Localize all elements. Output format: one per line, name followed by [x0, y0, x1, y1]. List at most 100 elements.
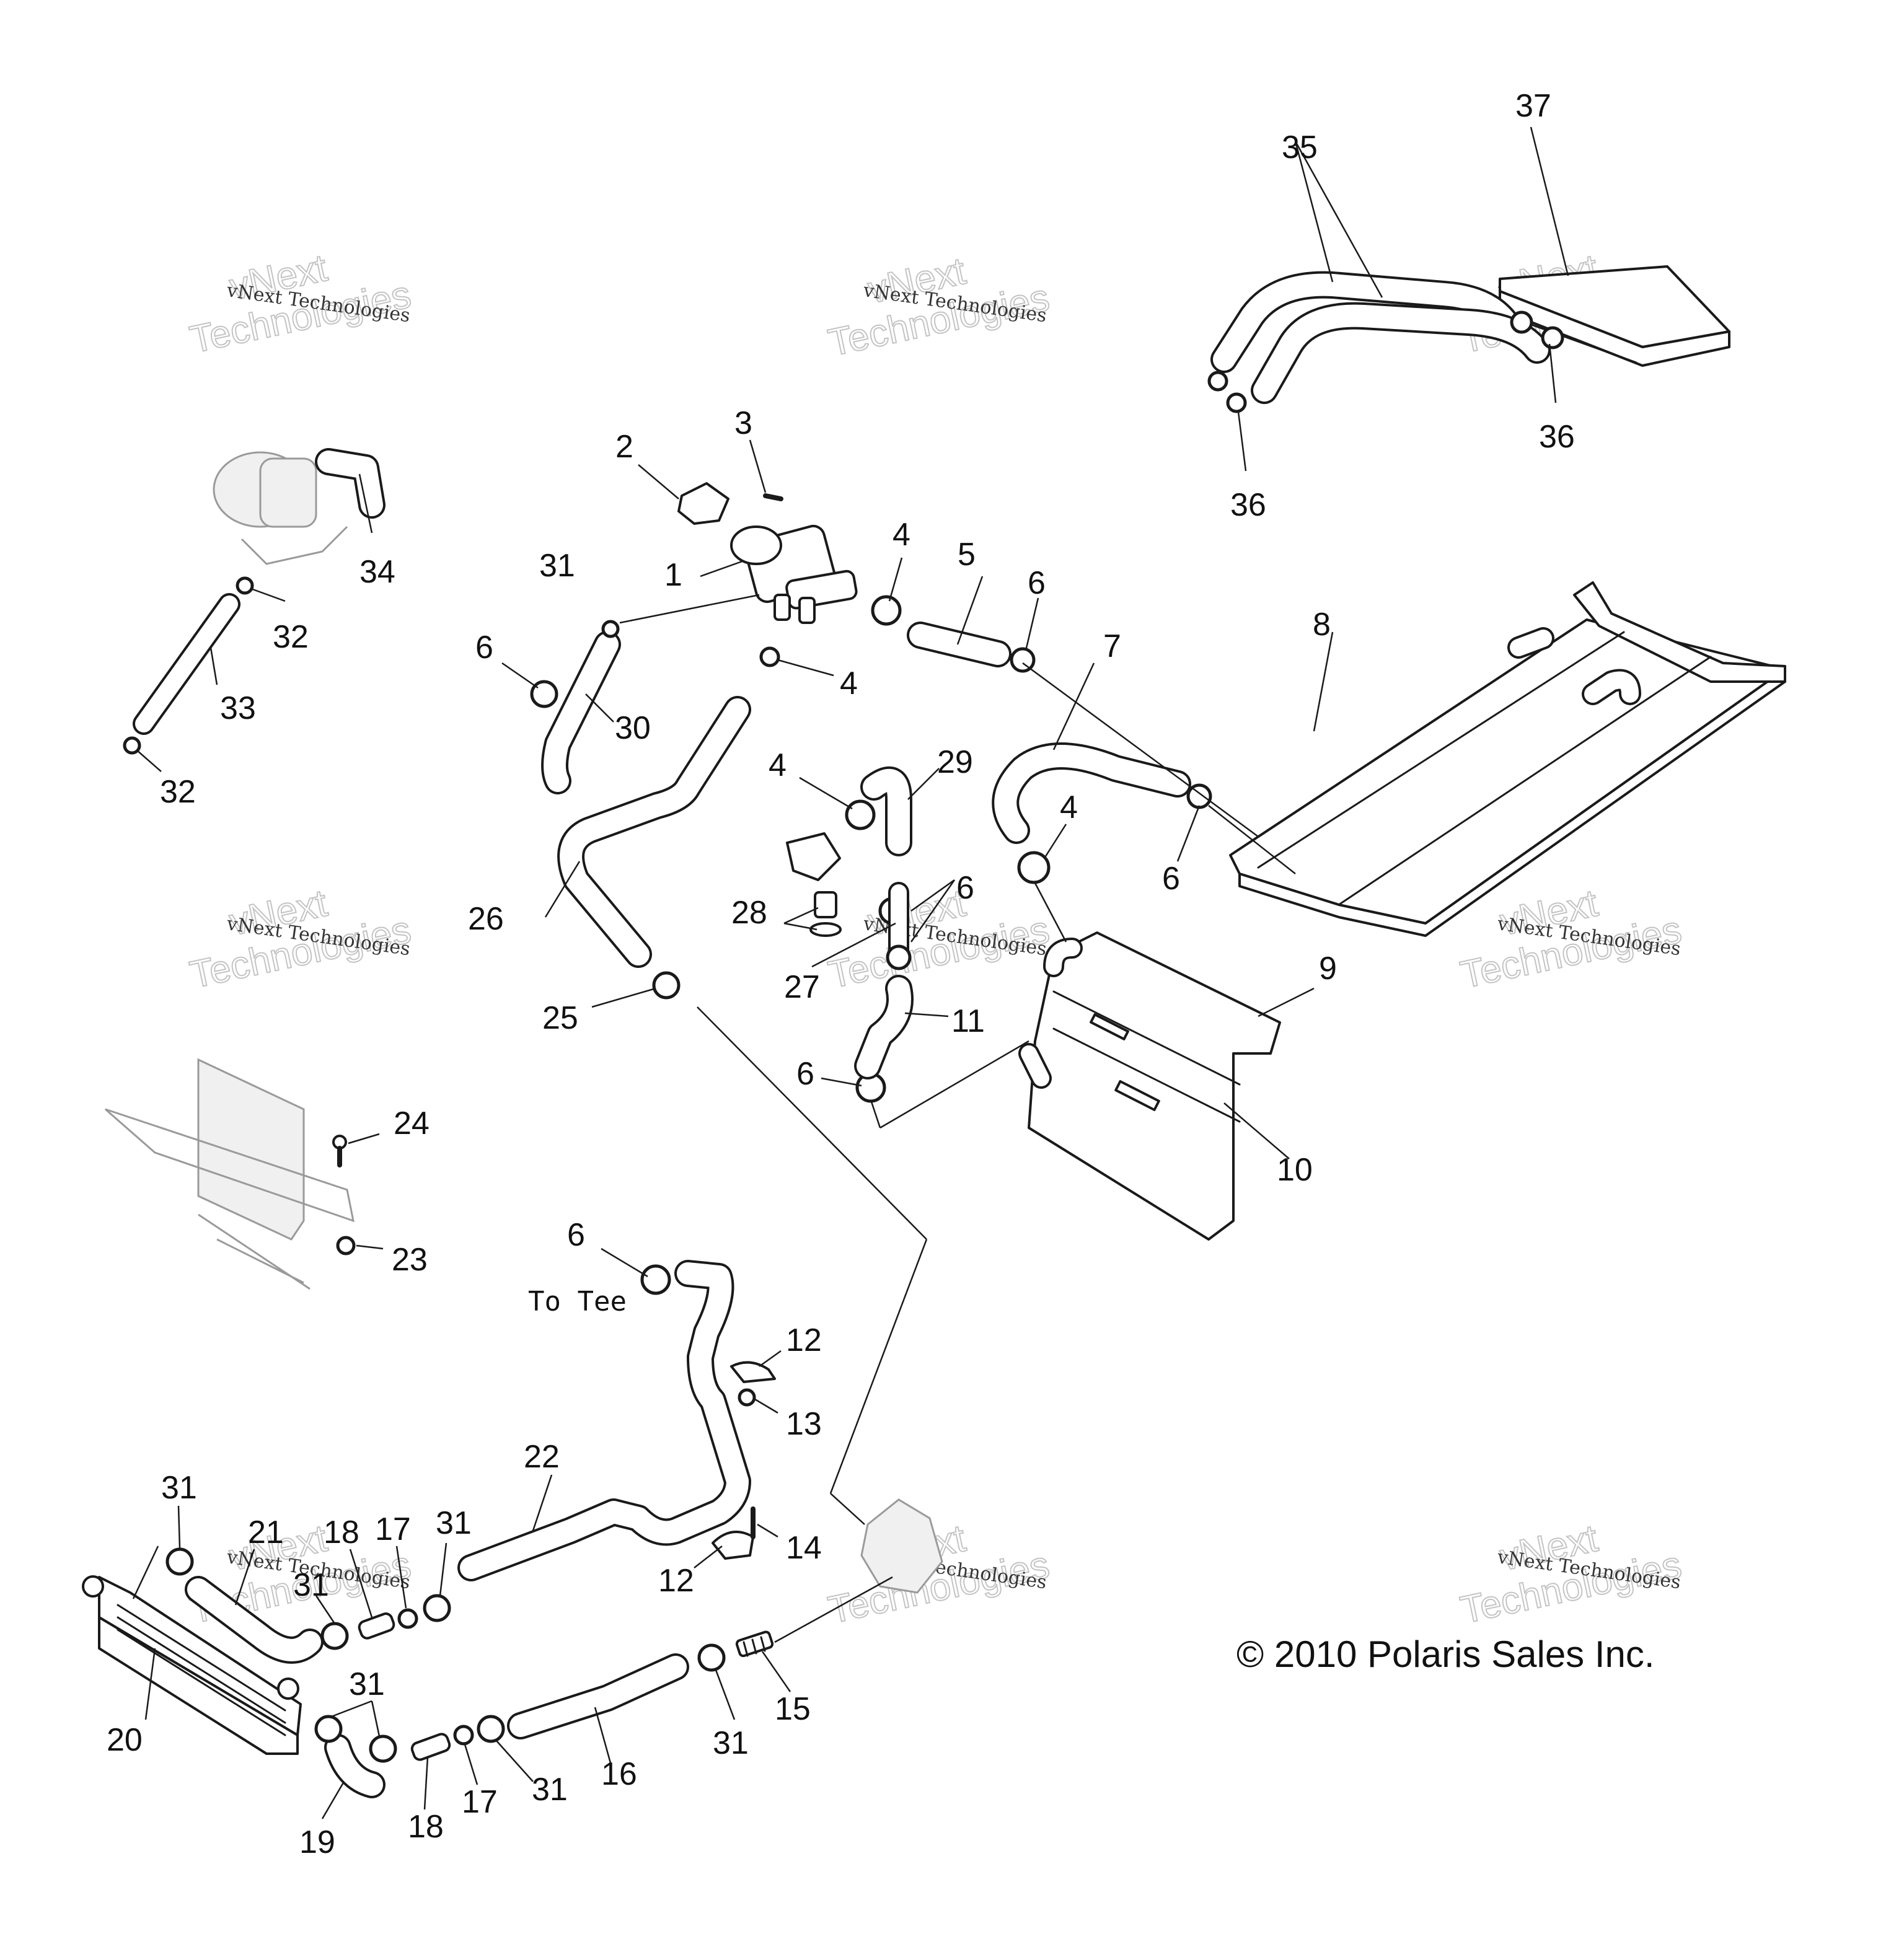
- callout-21: 21: [248, 1515, 284, 1550]
- leader-lines: [132, 126, 1569, 1819]
- callout-19: 19: [299, 1824, 335, 1860]
- part-8-tunnel-cooler: [1229, 581, 1786, 937]
- part-23-nut: [336, 1236, 356, 1255]
- part-4-clamp-c: [845, 799, 876, 830]
- part-4-clamp-d: [1017, 851, 1051, 884]
- callout-22: 22: [524, 1439, 560, 1475]
- part-36-clamp-a: [1207, 371, 1228, 392]
- part-20-oil-cooler: [82, 1575, 302, 1755]
- note-to-tee: To Tee: [528, 1286, 627, 1317]
- callout-3: 3: [734, 405, 752, 441]
- part-36-clamp-d: [1541, 326, 1564, 350]
- part-26-hose: [557, 696, 751, 968]
- part-7-hose: [992, 742, 1191, 844]
- callout-labels: 35 37 36 36 34 32 33 32 2 3 1 4 5 6 31 6…: [107, 88, 1655, 1860]
- part-3-screw: [763, 493, 783, 501]
- callout-4-middle: 4: [840, 666, 858, 701]
- callout-31-low-left: 31: [349, 1666, 385, 1702]
- callout-31-low-right: 31: [532, 1772, 568, 1808]
- part-4-clamp-b: [759, 646, 780, 667]
- part-18-tube-upper: [358, 1612, 395, 1640]
- part-32-clamp-top: [236, 576, 254, 595]
- part-25-clamp: [652, 971, 681, 1000]
- callout-13: 13: [786, 1406, 822, 1442]
- callout-29: 29: [937, 744, 973, 780]
- callout-6-top: 6: [1028, 565, 1046, 601]
- callout-36-right: 36: [1539, 419, 1575, 455]
- part-17-ring-upper: [397, 1608, 418, 1629]
- callout-6-left: 6: [475, 630, 493, 666]
- callout-23: 23: [392, 1242, 428, 1278]
- part-17-ring-lower: [453, 1725, 474, 1746]
- callout-11: 11: [951, 1003, 985, 1039]
- callout-16: 16: [601, 1756, 637, 1792]
- callout-6-right: 6: [1162, 861, 1180, 897]
- callout-31-far-left: 31: [161, 1470, 197, 1506]
- callout-30: 30: [615, 710, 651, 746]
- callout-2: 2: [615, 429, 633, 465]
- callout-7: 7: [1103, 628, 1121, 664]
- callout-31-upper-right: 31: [436, 1505, 472, 1541]
- part-31-clamp-c: [320, 1622, 349, 1650]
- callout-4-left: 4: [769, 747, 787, 783]
- part-19-elbow: [324, 1734, 386, 1798]
- callout-31-right: 31: [713, 1725, 749, 1761]
- part-13-bolt: [738, 1388, 756, 1407]
- callout-4-top: 4: [892, 517, 910, 553]
- callout-14: 14: [786, 1530, 822, 1566]
- part-24-fitting: [332, 1135, 347, 1167]
- part-30-hose: [541, 631, 621, 794]
- callout-32-top: 32: [273, 619, 309, 655]
- part-6-clamp-a: [1010, 647, 1036, 673]
- callout-18-lower: 18: [408, 1809, 444, 1845]
- part-33-tube: [133, 593, 240, 735]
- callout-28: 28: [731, 895, 767, 931]
- ghost-assembly-left: [105, 1058, 355, 1290]
- part-15-spring: [735, 1630, 774, 1658]
- callout-6-center: 6: [956, 870, 974, 906]
- part-31-clamp-f: [369, 1734, 397, 1763]
- callout-25: 25: [542, 1000, 578, 1036]
- callout-34: 34: [359, 554, 395, 590]
- callout-9: 9: [1319, 951, 1337, 987]
- part-31-clamp-d: [423, 1594, 451, 1622]
- copyright-notice: © 2010 Polaris Sales Inc.: [1236, 1633, 1655, 1675]
- part-35-hoses: [1210, 271, 1551, 404]
- callout-17-lower: 17: [462, 1784, 498, 1820]
- part-1-coolant-tank: [730, 524, 858, 624]
- callout-27: 27: [784, 969, 820, 1005]
- part-6-clamp-c: [1186, 783, 1212, 809]
- part-29-hose: [860, 766, 912, 856]
- callout-12-upper: 12: [786, 1322, 822, 1358]
- part-28-thermostat: [786, 832, 842, 937]
- part-31-clamp-e: [314, 1715, 343, 1743]
- part-36-clamp-b: [1226, 392, 1247, 413]
- callout-31-upper: 31: [539, 548, 575, 584]
- part-12-bracket-lower: [712, 1531, 754, 1560]
- callout-31-mid: 31: [293, 1567, 329, 1603]
- callout-17-upper: 17: [375, 1511, 411, 1547]
- callout-8: 8: [1313, 607, 1331, 643]
- part-31-clamp-h: [697, 1643, 726, 1672]
- callout-10: 10: [1277, 1152, 1313, 1188]
- callout-15: 15: [775, 1691, 811, 1727]
- part-32-clamp-bottom: [123, 736, 141, 755]
- part-31-clamp-upper: [601, 620, 620, 638]
- callout-6-lower: 6: [796, 1056, 814, 1092]
- callout-12-lower: 12: [658, 1563, 694, 1599]
- part-22-hose: [457, 1260, 751, 1581]
- part-11-hose: [854, 975, 914, 1079]
- part-31-clamp-g: [477, 1715, 505, 1743]
- callout-18-upper: 18: [324, 1515, 359, 1550]
- part-2-cap: [677, 482, 729, 525]
- callout-35: 35: [1282, 130, 1318, 165]
- part-4-clamp-a: [871, 595, 902, 626]
- part-34-reservoir: [213, 448, 386, 565]
- ghost-tee-fitting: [860, 1498, 943, 1594]
- part-6-clamp-f: [640, 1264, 671, 1295]
- part-5-hose: [907, 622, 1011, 667]
- part-10-radiator: [1018, 931, 1281, 1241]
- callout-1: 1: [664, 557, 682, 593]
- callout-26: 26: [468, 901, 504, 937]
